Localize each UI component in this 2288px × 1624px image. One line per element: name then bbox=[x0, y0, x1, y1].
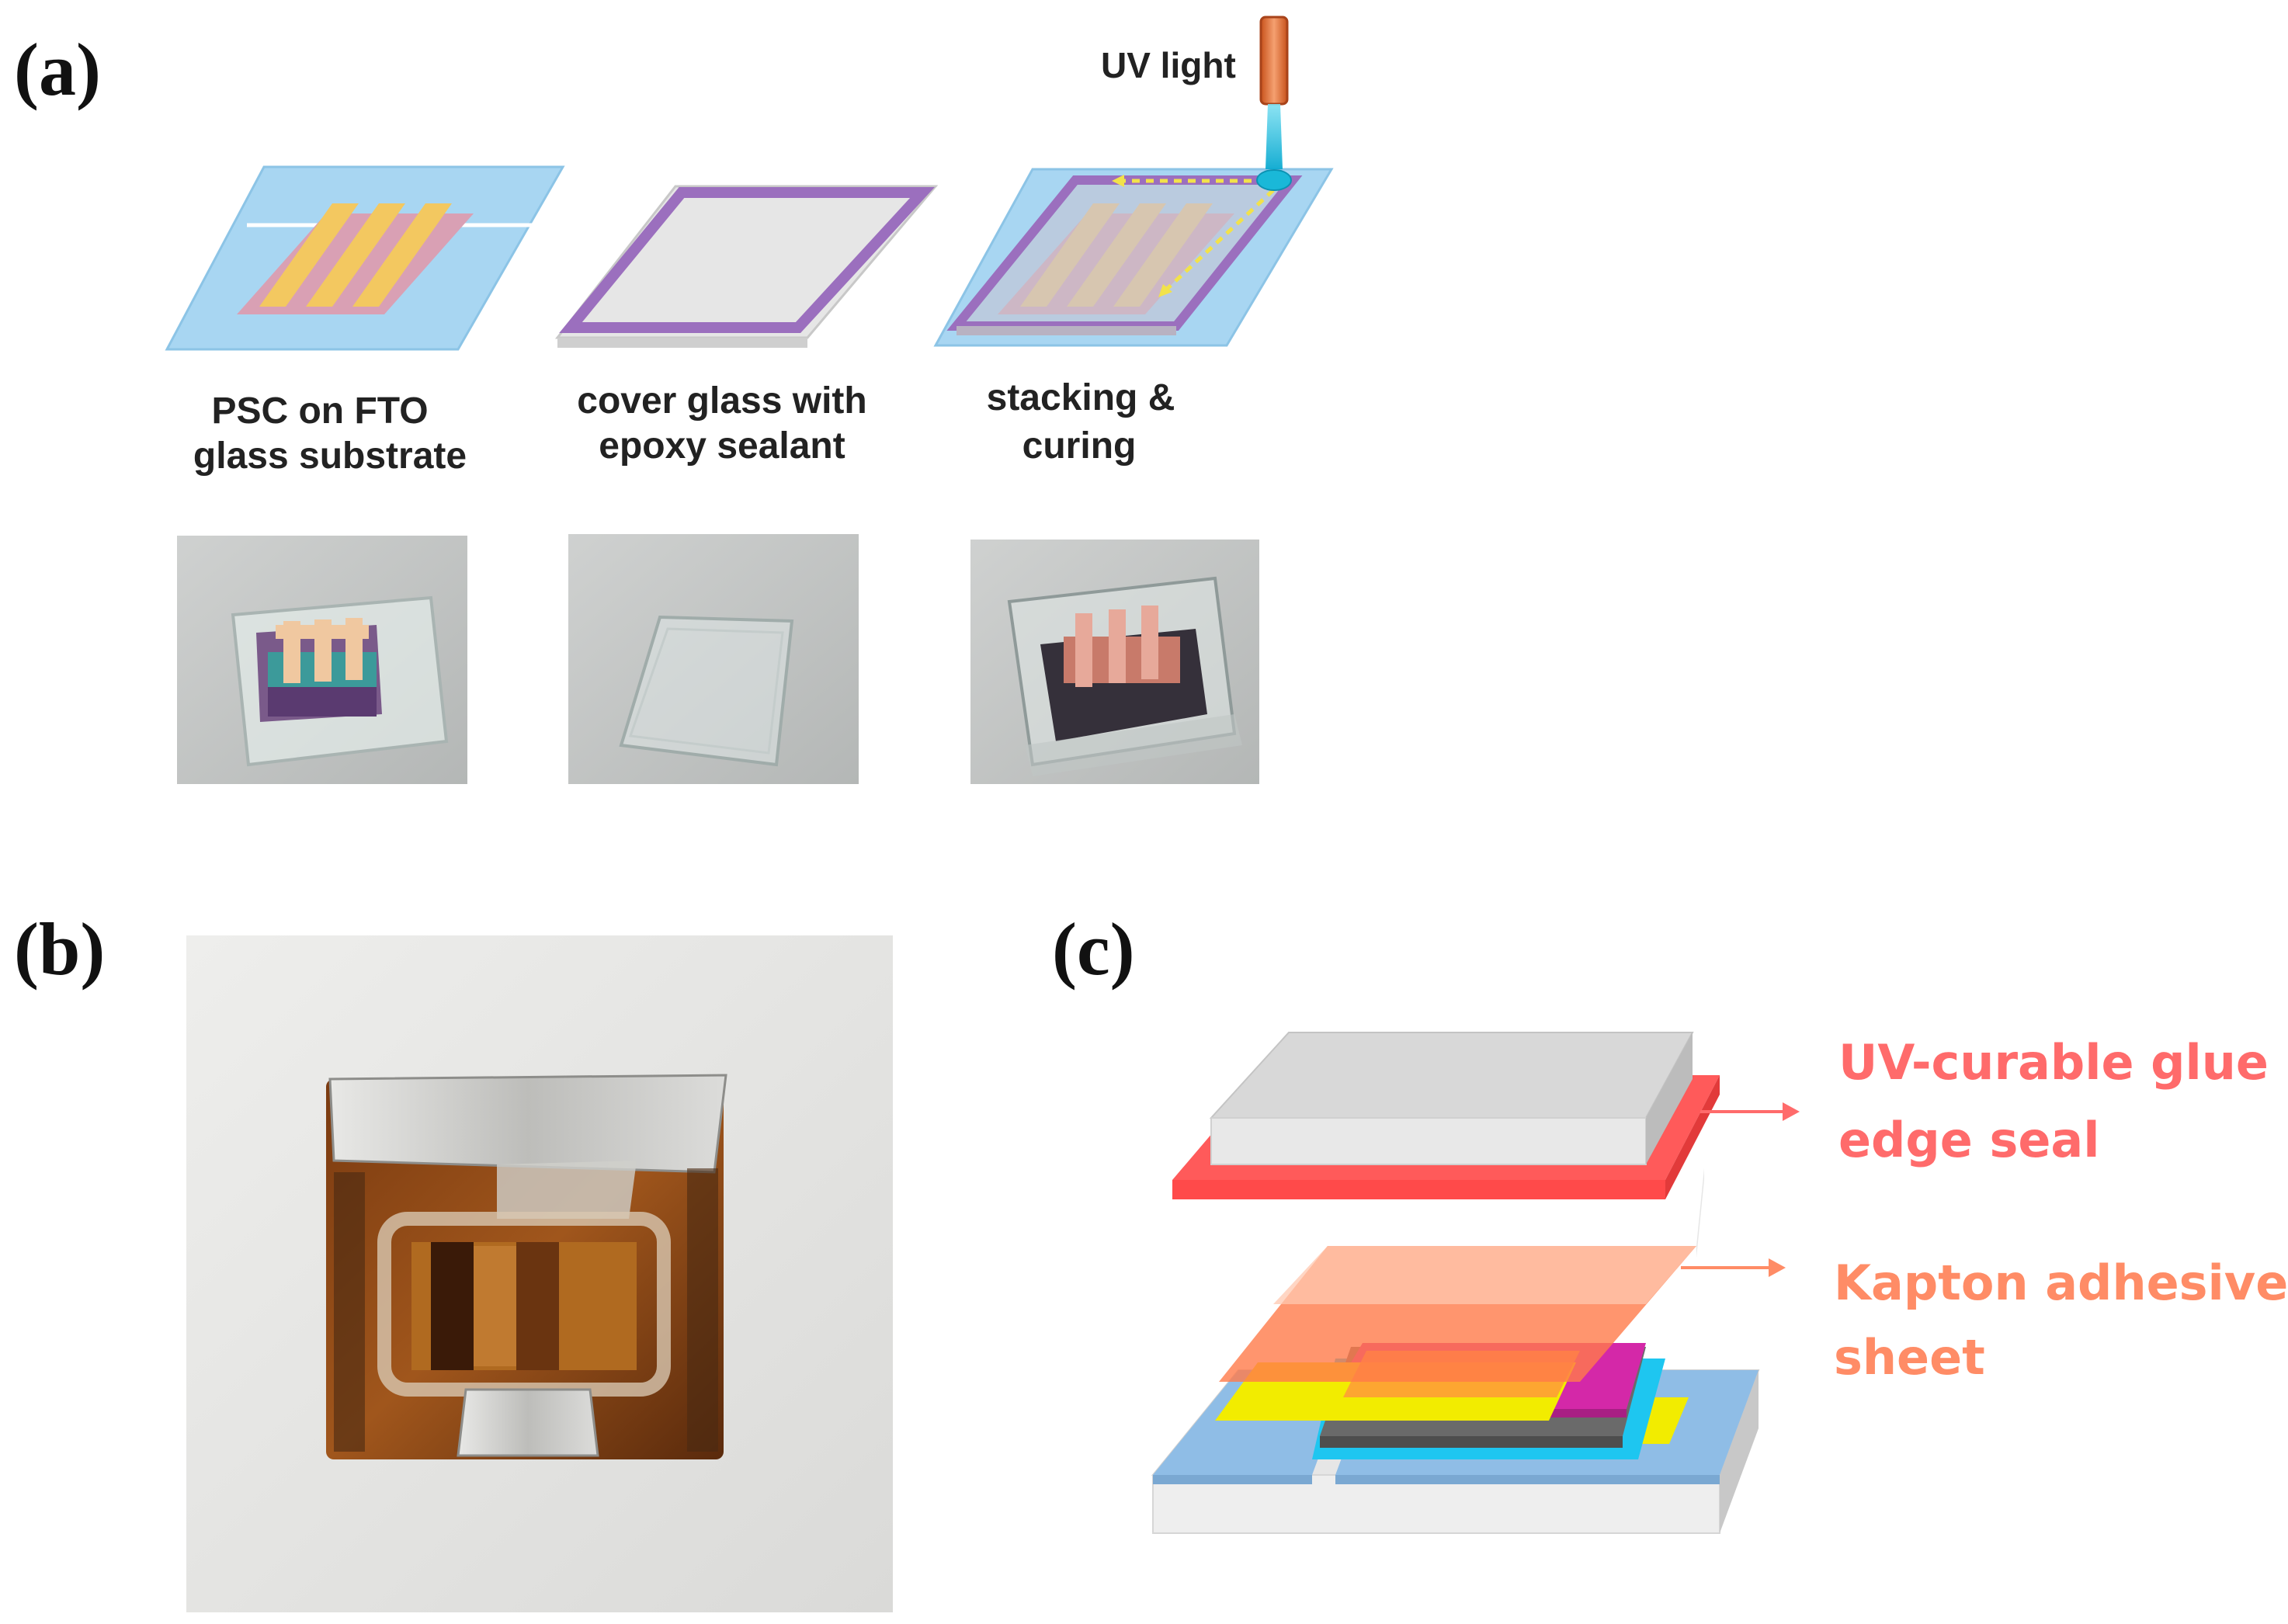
callout-arrow-kapton bbox=[1681, 1258, 1786, 1277]
cover-glass-edge bbox=[557, 338, 807, 348]
uv-light-label: UV light bbox=[1101, 45, 1236, 85]
device-bottom-foil bbox=[457, 1388, 599, 1457]
uv-beam-spot bbox=[1256, 169, 1292, 191]
stack-cover-edge bbox=[957, 326, 1176, 335]
step3-caption-line1: stacking & bbox=[987, 377, 1175, 418]
photo-psc-substrate bbox=[177, 536, 467, 784]
exploded-stack-diagram bbox=[1151, 1032, 1760, 1534]
kapton-label-line1: Kapton adhesive bbox=[1834, 1254, 2288, 1311]
panel-label-c: (c) bbox=[1052, 907, 1135, 991]
photo-stacked-cured bbox=[970, 540, 1259, 784]
uv-light-source bbox=[1256, 16, 1292, 191]
glue-edge-seal-side bbox=[1665, 1075, 1720, 1199]
epoxy-sealant-frame bbox=[559, 187, 935, 333]
uv-lamp-icon bbox=[1259, 16, 1289, 106]
glue-label-line1: UV-curable glue bbox=[1838, 1034, 2269, 1091]
kapton-label-line2: sheet bbox=[1834, 1329, 1985, 1386]
kapton-sheet-fade bbox=[1273, 1246, 1696, 1304]
step1-caption-line1: PSC on FTO bbox=[211, 390, 428, 432]
cover-glass-diagram bbox=[554, 185, 939, 348]
curing-arrow-side bbox=[1158, 284, 1172, 297]
step1-caption-line2: glass substrate bbox=[193, 435, 467, 477]
cover-glass-plate bbox=[554, 185, 939, 339]
panel-label-a: (a) bbox=[14, 28, 101, 111]
uv-beam bbox=[1266, 104, 1283, 169]
callout-arrow-glue bbox=[1700, 1102, 1800, 1121]
stacking-curing-diagram bbox=[933, 168, 1334, 347]
cover-glass-front bbox=[1210, 1117, 1647, 1165]
cover-glass-top bbox=[1209, 1032, 1694, 1119]
step2-caption-line2: epoxy sealant bbox=[599, 425, 845, 467]
photo-encapsulated-device bbox=[186, 935, 893, 1612]
psc-on-fto-diagram bbox=[165, 165, 565, 351]
device-top-foil bbox=[328, 1074, 727, 1174]
electrode-strip-3 bbox=[352, 203, 452, 307]
glue-edge-seal-front bbox=[1172, 1180, 1665, 1199]
curing-arrow-top bbox=[1112, 175, 1124, 187]
substrate-glass-side bbox=[1720, 1370, 1759, 1533]
curing-path-side bbox=[1163, 189, 1275, 293]
electrode-strip-1 bbox=[259, 203, 359, 307]
step3-caption-line2: curing bbox=[1022, 425, 1137, 467]
panel-label-b: (b) bbox=[14, 907, 105, 991]
photo-cover-glass bbox=[568, 534, 859, 784]
electrode-strip-2 bbox=[306, 203, 405, 307]
step2-caption-line1: cover glass with bbox=[577, 380, 866, 422]
glue-label-line2: edge seal bbox=[1838, 1112, 2100, 1168]
cover-glass-side bbox=[1646, 1032, 1693, 1164]
